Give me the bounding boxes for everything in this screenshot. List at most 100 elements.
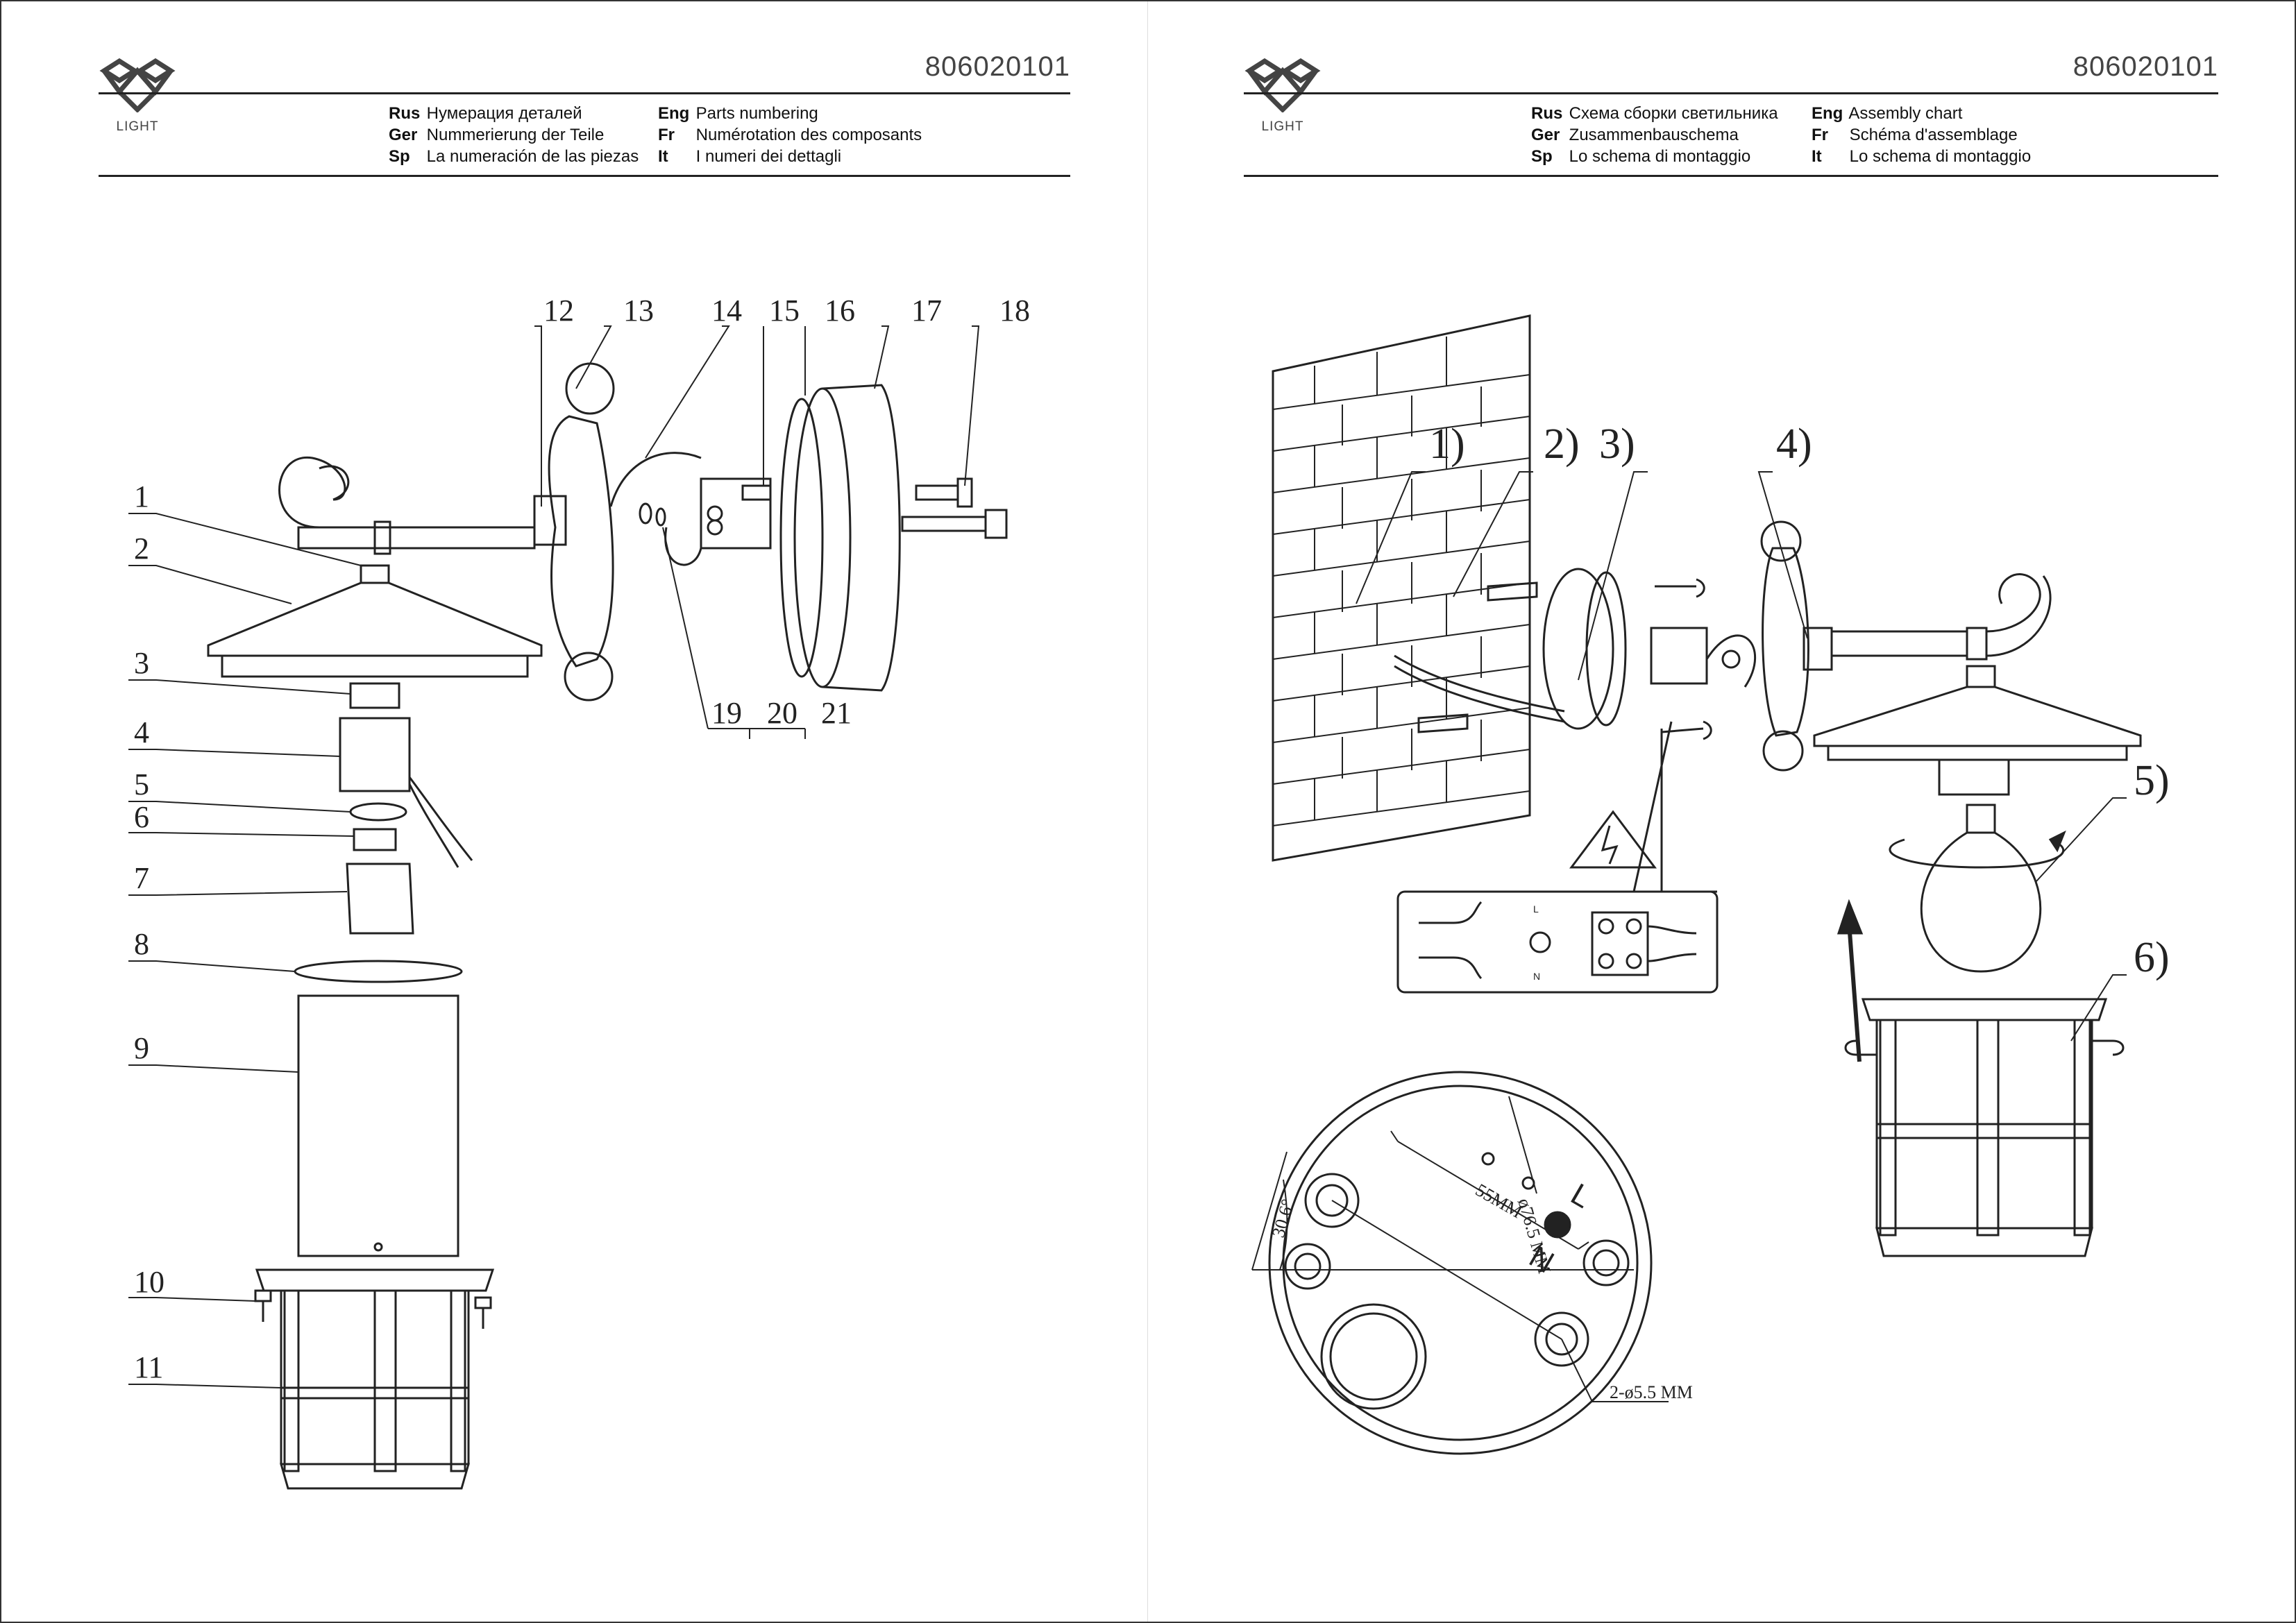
supply-cable: [1394, 654, 1565, 713]
light-bulb: [1920, 831, 2042, 973]
part-label-21: 21: [821, 696, 852, 730]
ground-symbol-icon: [1529, 931, 1551, 953]
brand-logo-text: LIGHT: [1261, 119, 1304, 134]
part-label-5: 5: [134, 767, 149, 801]
terminal-block: [1650, 627, 1708, 685]
socket-wire: [408, 776, 473, 861]
cage-screw: [2092, 1039, 2125, 1056]
glass-diffuser: [297, 994, 459, 1257]
part-label-7: 7: [134, 861, 149, 895]
cage-screw: [474, 1296, 492, 1309]
mount-bolt: [915, 484, 959, 501]
socket-ring: [349, 802, 407, 822]
backplate-top-ornament: [565, 362, 615, 415]
title-it: It I numeri dei dettagli: [658, 147, 842, 166]
step-label-6: 6): [2134, 934, 2170, 981]
title-column-2: Eng Assembly chart Fr Schéma d'assemblag…: [1812, 103, 2031, 167]
mounting-plate: [1268, 1071, 1653, 1455]
wiring-label-l: L: [1533, 903, 1539, 915]
shade-grille: [221, 654, 529, 678]
parts-numbering-sheet: LIGHT 806020101 Rus Нумерация деталей Ge…: [99, 51, 1070, 1490]
mount-hole: [1534, 1311, 1589, 1367]
title-column-1: Rus Нумерация деталей Ger Nummerierung d…: [389, 103, 639, 167]
dim-spacing: 55MM: [1472, 1180, 1526, 1222]
ground-screw: [1721, 649, 1741, 669]
mw-logo-icon: [1244, 58, 1321, 113]
page-divider: [1147, 0, 1148, 1623]
cage-bottom: [280, 1463, 470, 1490]
arm-hook: [278, 456, 346, 529]
washer: [639, 502, 652, 525]
header-rule-top: [1244, 92, 2218, 94]
part-label-13: 13: [623, 294, 654, 328]
lamp-socket: [346, 863, 414, 935]
part-label-3: 3: [134, 646, 149, 680]
assembly-drawing: 1) 2) 3) 4) 5) 6) L N ø76.5 MM 55MM 30.6…: [1251, 314, 2170, 1455]
mount-hole: [1284, 1243, 1331, 1290]
model-number: 806020101: [925, 51, 1070, 82]
plate-label-l: L: [1565, 1177, 1597, 1215]
step-label-1: 1): [1429, 420, 1465, 468]
arm-collar: [1966, 627, 1988, 661]
step-label-3: 3): [1599, 420, 1635, 468]
socket-clip: [353, 828, 397, 851]
mount-hole: [1582, 1239, 1630, 1286]
backplate-bottom-ornament: [1762, 730, 1804, 772]
gasket-ring: [1585, 571, 1627, 726]
wall-cup: [822, 384, 901, 692]
cage-screw: [1844, 1039, 1877, 1056]
mount-screw: [1661, 727, 1704, 733]
part-label-17: 17: [911, 294, 942, 328]
arm-bracket: [533, 495, 567, 546]
mw-logo-icon: [99, 58, 176, 113]
title-eng: Eng Assembly chart: [1812, 104, 1963, 123]
cage-top-rim: [1861, 998, 2108, 1021]
backplate-bottom-ornament: [564, 652, 614, 702]
part-label-12: 12: [543, 294, 574, 328]
part-label-2: 2: [134, 532, 149, 566]
part-label-6: 6: [134, 800, 149, 834]
title-ger: Ger Nummerierung der Teile: [389, 126, 605, 144]
exploded-parts-drawing: 1 2 3 4 5 6 7 8 9 10 11 12 13 14 15 16 1…: [128, 294, 1030, 1490]
rotate-arrow-icon: [1889, 838, 2065, 869]
step-label-5: 5): [2134, 757, 2170, 804]
socket-housing: [339, 717, 411, 792]
header-rule-bottom: [99, 175, 1070, 177]
arm-hook: [1986, 573, 2041, 633]
step-label-4: 4): [1776, 420, 1812, 468]
assembly-chart-sheet: LIGHT 806020101 Rus Схема сборки светиль…: [1148, 0, 2296, 1623]
backplate-top-ornament: [1760, 520, 1802, 562]
part-label-20: 20: [767, 696, 797, 730]
wall-cup: [1542, 568, 1614, 730]
shade-gasket: [294, 960, 463, 983]
lamp-shade: [1813, 686, 2142, 747]
socket-housing: [1938, 758, 2010, 796]
shade-cap: [360, 564, 390, 584]
wall-anchor: [1487, 581, 1538, 602]
cage-screw: [254, 1289, 272, 1302]
mount-hole: [1304, 1173, 1360, 1228]
part-label-1: 1: [134, 479, 149, 513]
shade-cap: [1966, 665, 1996, 688]
model-number: 806020101: [2073, 51, 2218, 82]
wiring-diagram-box: [1396, 890, 1719, 994]
arm-collar: [373, 520, 391, 555]
title-eng: Eng Parts numbering: [658, 104, 818, 123]
header-rule-bottom: [1244, 175, 2218, 177]
brand-logo: LIGHT: [99, 57, 176, 134]
shade-grille: [1827, 745, 2128, 761]
brand-logo: LIGHT: [1244, 57, 1322, 134]
part-label-18: 18: [999, 294, 1030, 328]
lamp-arm: [297, 526, 536, 550]
hex-nut: [349, 682, 400, 709]
dim-angle: 30.6°: [1268, 1197, 1298, 1240]
lamp-arm: [1830, 630, 1968, 657]
wiring-terminal: [1591, 911, 1649, 976]
warning-icon: [1569, 810, 1657, 869]
wall-anchor: [1417, 713, 1469, 733]
wall-backplate: [548, 415, 614, 668]
title-fr: Fr Numérotation des composants: [658, 126, 922, 144]
part-label-14: 14: [711, 294, 742, 328]
part-label-11: 11: [134, 1350, 163, 1384]
title-sp: Sp La numeración de las piezas: [389, 147, 639, 166]
